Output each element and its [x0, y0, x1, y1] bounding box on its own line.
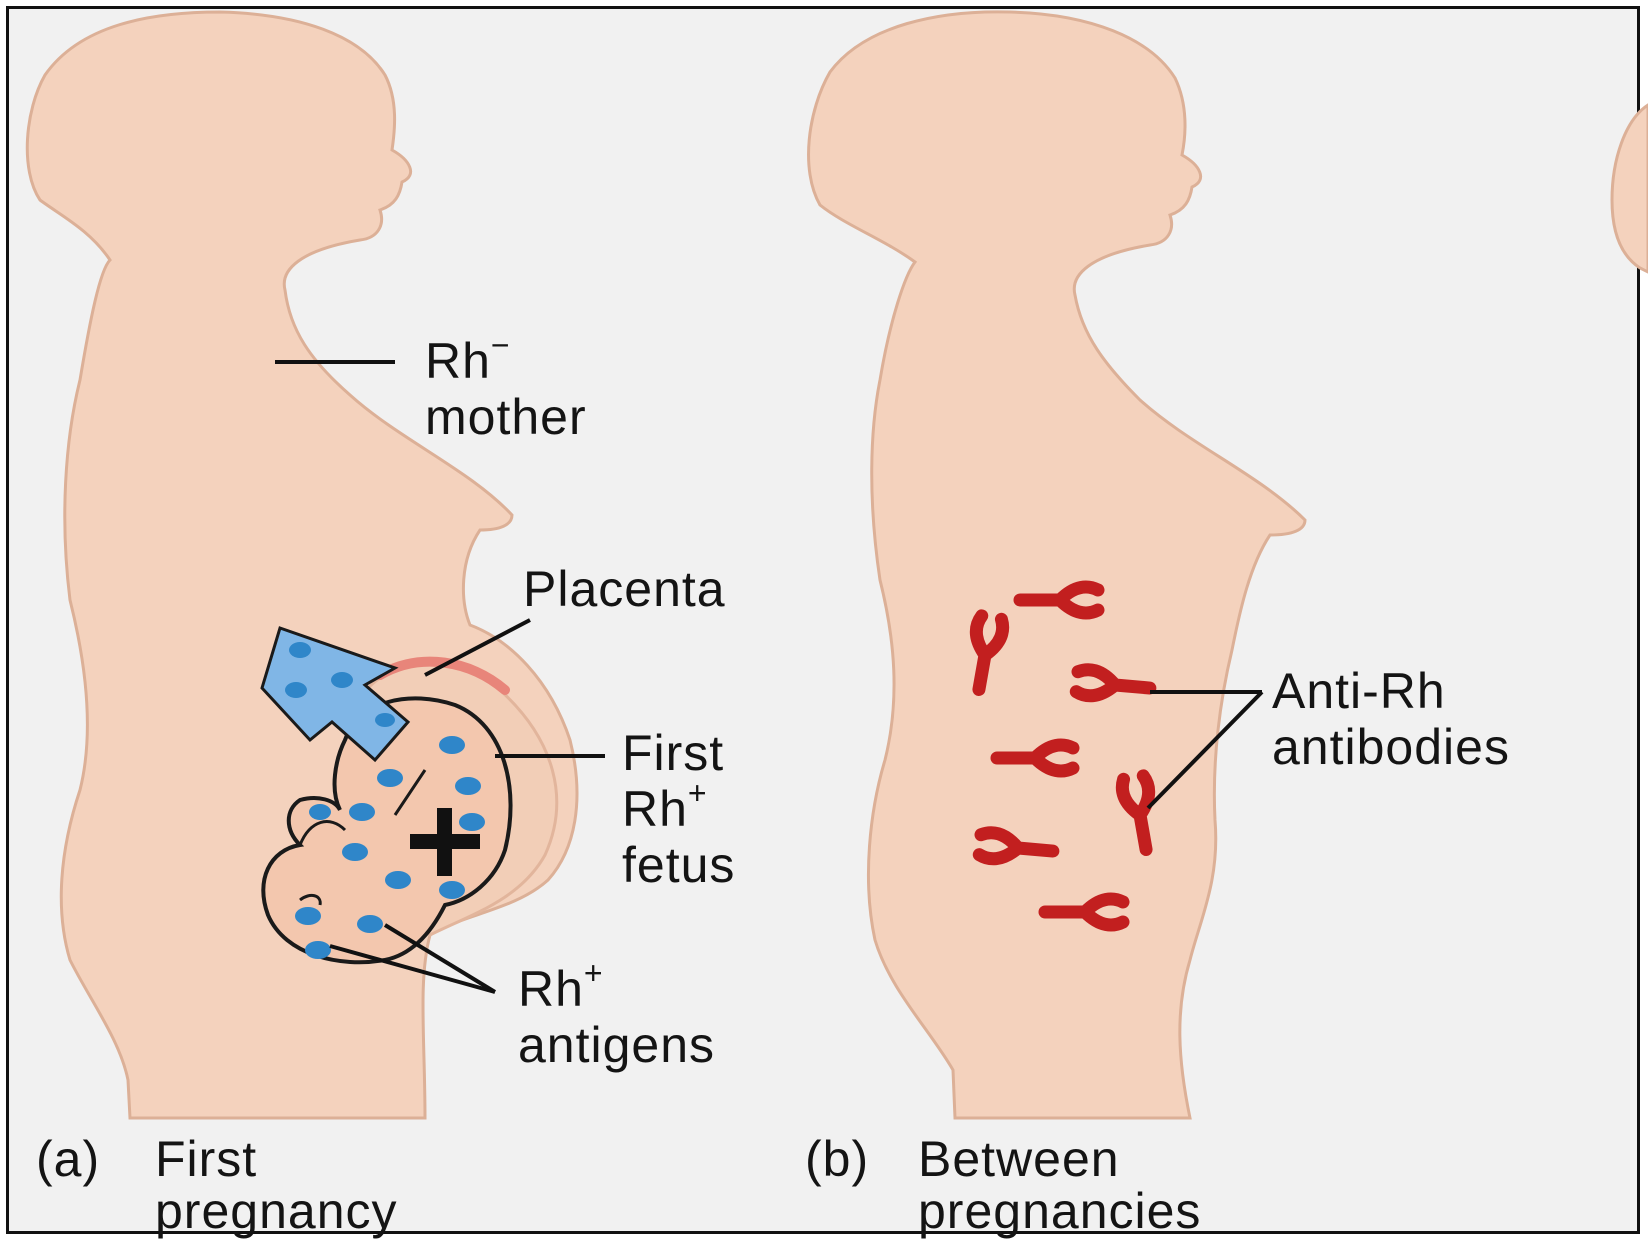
antigens-label: antigens	[518, 1016, 715, 1074]
antigen-dot	[385, 871, 411, 889]
antigens-rh-label: Rh+	[518, 960, 604, 1018]
fetus-rh-label: Rh+	[622, 780, 708, 838]
rh-text: Rh	[518, 961, 584, 1017]
antigen-dot	[439, 736, 465, 754]
mother-silhouette-b	[809, 12, 1305, 1118]
fetus-label: fetus	[622, 836, 735, 894]
antigen-dot	[295, 907, 321, 925]
antigen-dot	[349, 803, 375, 821]
anti-rh-label: Anti-Rh	[1272, 662, 1446, 720]
antigen-dot	[377, 769, 403, 787]
plus-superscript: +	[584, 955, 604, 991]
rh-text: Rh	[425, 333, 491, 389]
antigen-dot	[342, 843, 368, 861]
rh-text: Rh	[622, 781, 688, 837]
caption-b-line2: pregnancies	[918, 1182, 1201, 1240]
caption-a-line2: pregnancy	[155, 1182, 398, 1240]
minus-superscript: −	[491, 327, 511, 363]
caption-a-line1: First	[155, 1130, 257, 1188]
antibodies-label: antibodies	[1272, 718, 1510, 776]
caption-b-letter: (b)	[805, 1130, 869, 1188]
antigen-dot	[305, 941, 331, 959]
antigen-dot	[357, 915, 383, 933]
caption-b-line1: Between	[918, 1130, 1120, 1188]
rh-minus-label: Rh−	[425, 332, 511, 390]
placenta-label: Placenta	[523, 560, 726, 618]
antigen-dot	[439, 881, 465, 899]
mother-silhouette-partial	[1612, 105, 1648, 272]
antigen-dot	[455, 777, 481, 795]
mother-label: mother	[425, 388, 587, 446]
mother-silhouette-a	[27, 12, 577, 1118]
antigen-dot	[459, 813, 485, 831]
antigen-dot	[309, 804, 331, 820]
plus-superscript: +	[688, 775, 708, 811]
caption-a-letter: (a)	[36, 1130, 100, 1188]
fetus-first-label: First	[622, 724, 724, 782]
